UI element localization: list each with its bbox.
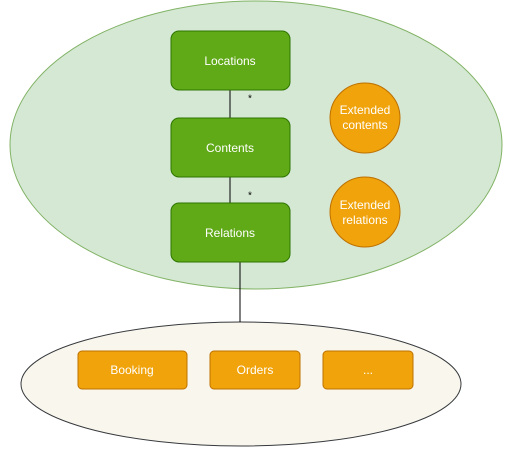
node-contents-label: Contents: [206, 141, 254, 155]
node-contents[interactable]: Contents: [170, 117, 291, 178]
node-extended-contents-label-line1: Extended: [340, 103, 391, 117]
node-more[interactable]: ...: [322, 350, 414, 390]
node-orders[interactable]: Orders: [209, 350, 301, 390]
node-booking[interactable]: Booking: [77, 350, 188, 390]
node-booking-label: Booking: [110, 363, 153, 377]
node-orders-label: Orders: [237, 363, 274, 377]
edge-locations-contents-multiplicity: *: [248, 94, 252, 105]
node-locations-label: Locations: [204, 54, 255, 68]
node-extended-relations[interactable]: Extended relations: [329, 176, 401, 248]
node-extended-contents[interactable]: Extended contents: [329, 82, 401, 154]
node-locations[interactable]: Locations: [170, 30, 291, 91]
node-more-label: ...: [363, 363, 373, 377]
node-extended-contents-label-line2: contents: [342, 118, 387, 132]
node-extended-relations-label-line1: Extended: [340, 198, 391, 212]
node-relations-label: Relations: [205, 226, 255, 240]
node-relations[interactable]: Relations: [170, 202, 291, 263]
node-extended-relations-label-line2: relations: [342, 213, 387, 227]
edge-contents-relations-multiplicity: *: [248, 191, 252, 202]
